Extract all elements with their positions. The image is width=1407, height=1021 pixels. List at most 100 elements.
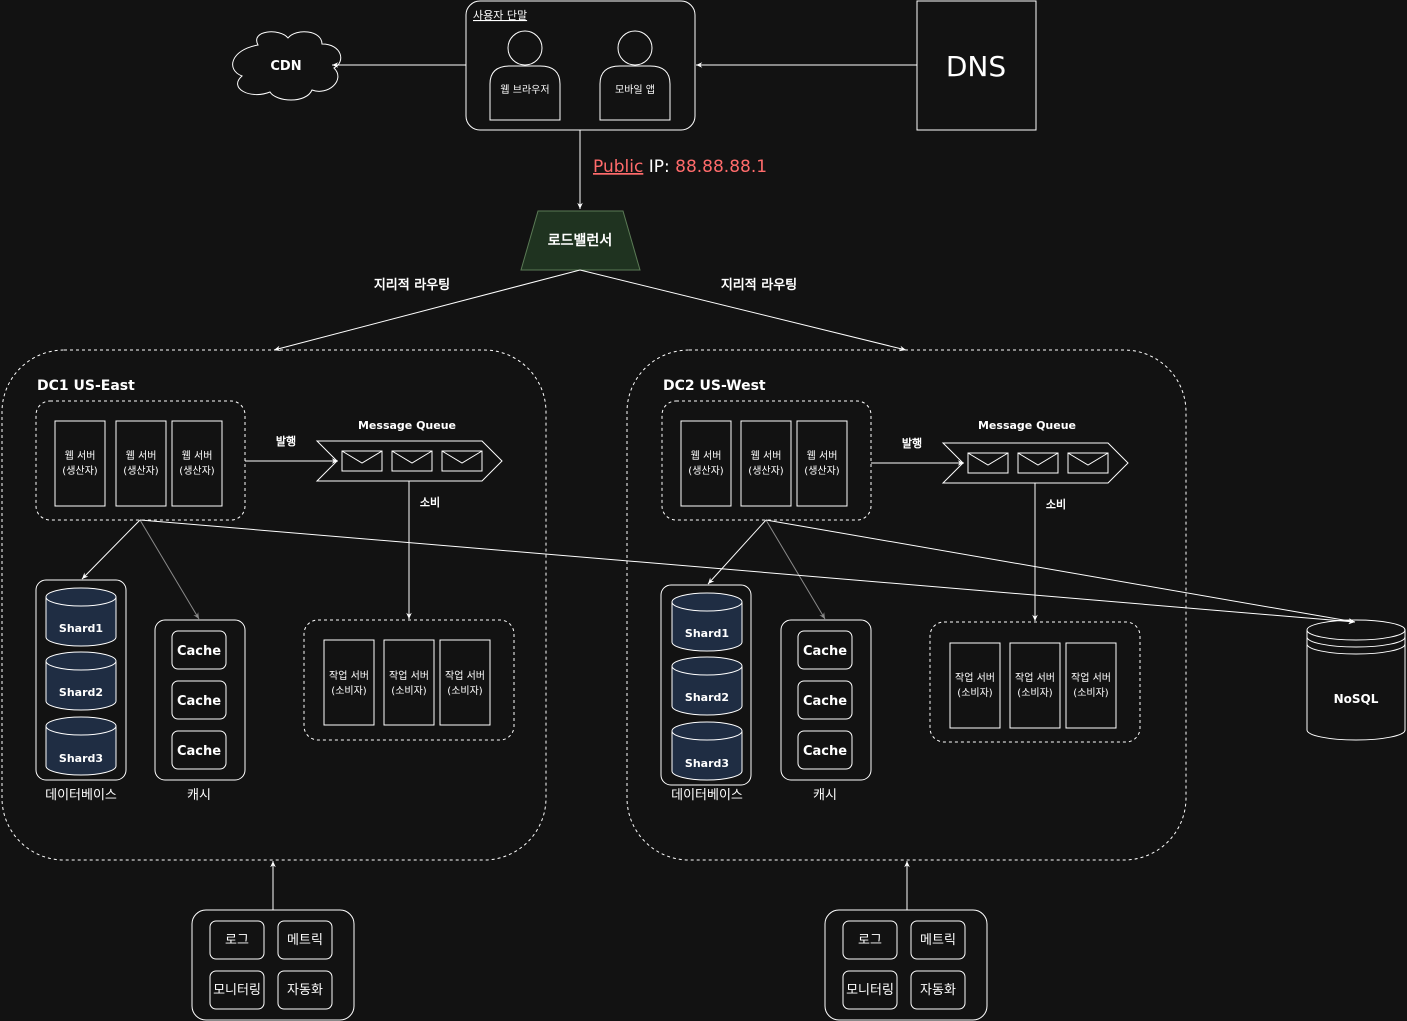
load-balancer-node: 로드밸런서 [520,210,641,271]
tool-label: 메트릭 [287,933,323,948]
cache-group [780,619,872,781]
cache-label: Cache [803,694,847,709]
tool-label: 로그 [225,933,249,948]
worker-label: 작업 서버 [1071,671,1111,684]
cache-label: Cache [803,744,847,759]
database-label: 데이터베이스 [671,788,743,803]
public-ip-value: 88.88.88.1 [675,157,767,177]
worker-server: 작업 서버 (소비자) [383,639,435,726]
tools-group-dc1: 로그 메트릭 모니터링 자동화 [191,909,355,1021]
worker-label: 작업 서버 [329,669,369,682]
web-server-label: 웹 서버 [182,450,213,462]
dc-name: DC1 US-East [37,378,135,394]
web-browser-label: 웹 브라우저 [500,84,549,96]
shard-cylinder: Shard3 [45,716,117,776]
worker-group [929,621,1141,743]
cache-item: Cache [797,680,853,720]
shard-label: Shard1 [59,622,103,635]
tool-label: 모니터링 [213,983,261,998]
web-server: 웹 서버 (생산자) [796,420,848,507]
database-label: 데이터베이스 [45,788,117,803]
dc2-to-nosql-arrow [765,519,1356,624]
dc1-to-nosql-arrow [139,519,1356,625]
worker-server: 작업 서버 (소비자) [323,639,375,726]
tool-log: 로그 [842,920,898,960]
web-server-label: 웹 서버 [807,450,838,462]
cache-group-label: 캐시 [187,788,211,803]
datacenter-dc2: DC2 US-West 웹 서버 (생산자) 웹 서버 (생산자) 웹 서버 (… [626,349,1187,861]
web-server-label: 웹 서버 [691,450,722,462]
nosql-node: NoSQL [1306,619,1406,741]
shard-cylinder: Shard2 [671,656,743,716]
tool-automation: 자동화 [277,970,333,1010]
worker-label: 작업 서버 [1015,671,1055,684]
cache-label: Cache [177,744,221,759]
web-to-db-arrow [81,519,141,580]
cache-item: Cache [797,630,853,670]
shard-cylinder: Shard1 [671,592,743,652]
web-to-cache-arrow [765,519,826,620]
envelope-icon [391,450,433,472]
geo-route-east-arrow [273,269,581,352]
web-server: 웹 서버 (생산자) [680,420,732,507]
tool-metric: 메트릭 [277,920,333,960]
cache-group-label: 캐시 [813,788,837,803]
worker-role: (소비자) [1073,687,1109,699]
worker-server: 작업 서버 (소비자) [1009,642,1061,729]
tools-group-dc2: 로그 메트릭 모니터링 자동화 [824,909,988,1021]
cdn-label: CDN [270,59,301,74]
tool-label: 모니터링 [846,983,894,998]
message-queue [315,440,503,482]
load-balancer-label: 로드밸런서 [548,232,612,249]
cloud-icon [232,31,342,101]
consume-label: 소비 [1046,497,1066,511]
cache-label: Cache [803,644,847,659]
web-server-role: (생산자) [179,465,215,477]
tool-metric: 메트릭 [910,920,966,960]
shard-label: Shard3 [685,757,729,770]
envelope-icon [1067,452,1109,474]
mq-title: Message Queue [978,419,1076,432]
worker-group [303,619,515,741]
web-to-db-arrow [707,519,767,585]
dns-label: DNS [946,50,1006,83]
web-server-label: 웹 서버 [126,450,157,462]
worker-server: 작업 서버 (소비자) [949,642,1001,729]
shard-label: Shard2 [685,691,729,704]
mobile-app-label: 모바일 앱 [615,84,655,96]
mq-title: Message Queue [358,419,456,432]
tool-label: 메트릭 [920,933,956,948]
datacenter-dc1: DC1 US-East 웹 서버 (생산자) 웹 서버 (생산자) 웹 서버 (… [1,349,547,861]
web-browser-user: 웹 브라우저 [489,30,561,121]
worker-role: (소비자) [391,685,427,697]
message-queue [941,442,1129,484]
envelope-icon [441,450,483,472]
shard-label: Shard2 [59,686,103,699]
cache-label: Cache [177,644,221,659]
public-ip-text: Public IP: 88.88.88.1 [593,157,767,177]
worker-role: (소비자) [957,687,993,699]
web-server-label: 웹 서버 [751,450,782,462]
web-server-role: (생산자) [748,465,784,477]
geo-routing-label-west: 지리적 라우팅 [721,277,797,293]
geo-route-west-arrow [579,269,907,352]
cache-item: Cache [171,680,227,720]
shard-label: Shard3 [59,752,103,765]
public-ip-label: Public [593,157,643,177]
worker-label: 작업 서버 [445,669,485,682]
cache-label: Cache [177,694,221,709]
shard-cylinder: Shard1 [45,587,117,647]
consume-label: 소비 [420,495,440,509]
user-icon [617,30,653,66]
web-server-role: (생산자) [804,465,840,477]
nosql-label: NoSQL [1334,692,1379,706]
envelope-icon [967,452,1009,474]
tool-monitoring: 모니터링 [842,970,898,1010]
worker-role: (소비자) [331,685,367,697]
user-device-group: 사용자 단말 웹 브라우저 모바일 앱 [465,0,696,131]
worker-role: (소비자) [1017,687,1053,699]
web-server: 웹 서버 (생산자) [115,420,167,507]
web-server: 웹 서버 (생산자) [171,420,223,507]
cache-item: Cache [171,730,227,770]
